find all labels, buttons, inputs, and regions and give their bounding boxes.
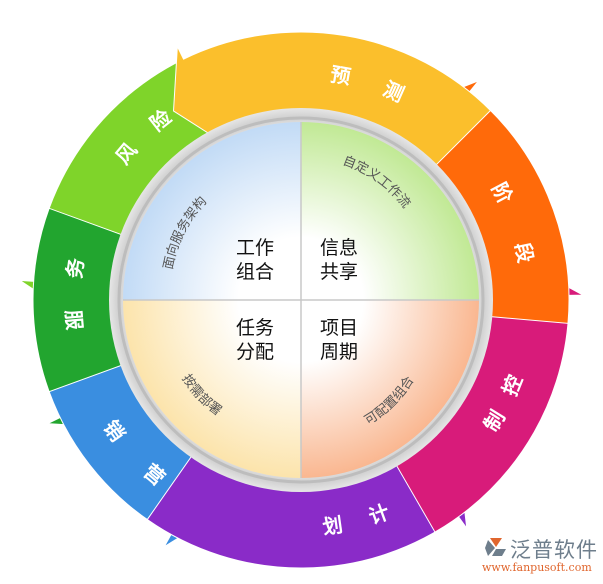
logo-name: 泛普软件 bbox=[510, 538, 598, 562]
inner-quadrants bbox=[123, 122, 479, 478]
center-label-task-assignment: 任务 分配 bbox=[225, 316, 285, 364]
center-label-line: 项目 bbox=[319, 317, 358, 339]
center-label-line: 共享 bbox=[319, 261, 358, 283]
logo-url: www.fanpusoft.com bbox=[482, 561, 592, 574]
ring-label-fuwu: 服 bbox=[61, 309, 87, 332]
center-label-line: 周期 bbox=[319, 341, 358, 363]
center-label-line: 信息 bbox=[319, 237, 358, 259]
center-label-line: 任务 bbox=[235, 317, 274, 339]
ring-label-jihua: 划 bbox=[321, 513, 344, 540]
ring-label-fuwu: 务 bbox=[62, 256, 89, 280]
center-label-project-cycle: 项目 周期 bbox=[309, 316, 369, 364]
quadrant-top-left bbox=[123, 122, 301, 300]
center-label-line: 分配 bbox=[235, 341, 274, 363]
center-label-line: 组合 bbox=[235, 261, 274, 283]
quadrant-top-right bbox=[301, 122, 479, 300]
center-label-work-combination: 工作 组合 bbox=[225, 236, 285, 284]
quadrant-bottom-left bbox=[123, 300, 301, 478]
center-label-info-sharing: 信息 共享 bbox=[309, 236, 369, 284]
center-label-line: 工作 bbox=[235, 237, 274, 259]
fanpu-logo-icon bbox=[485, 538, 506, 556]
bezel-edge bbox=[117, 116, 485, 484]
ring-label-yuce: 预 bbox=[329, 62, 353, 89]
quadrant-bottom-right bbox=[301, 300, 479, 478]
ring-label-jieduan: 段 bbox=[510, 240, 538, 265]
fanpu-logo: 泛普软件 www.fanpusoft.com bbox=[482, 534, 600, 578]
